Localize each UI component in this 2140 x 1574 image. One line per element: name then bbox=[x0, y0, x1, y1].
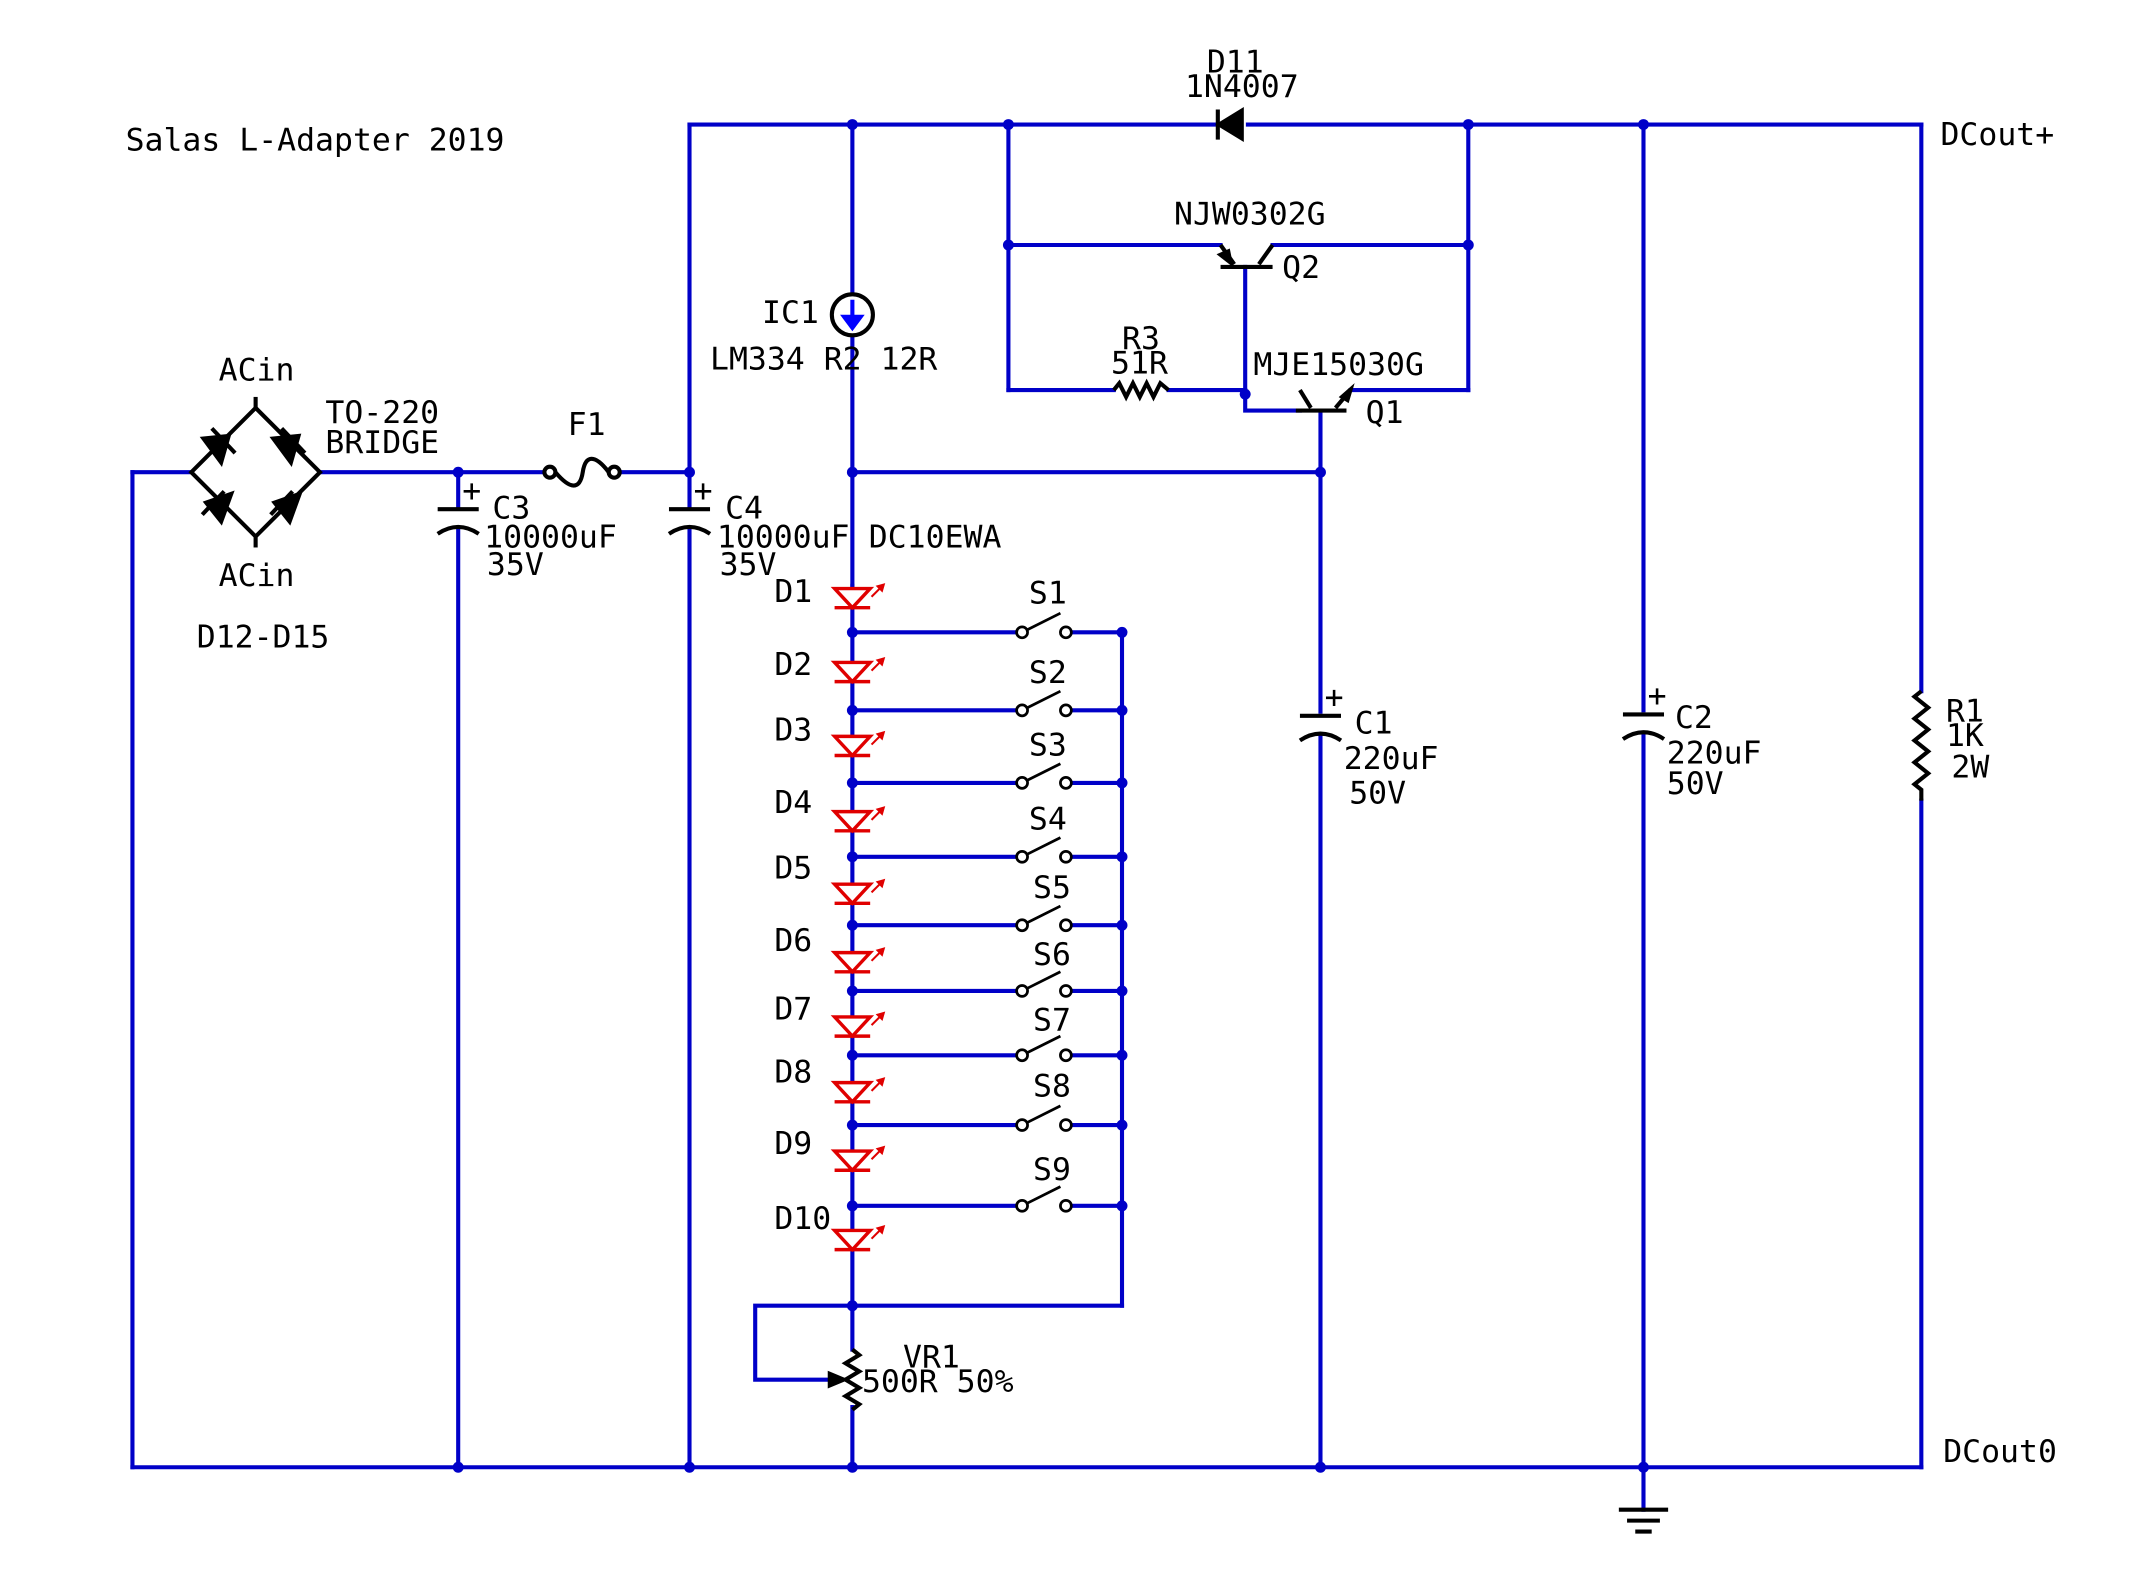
potentiometer-vr1 bbox=[827, 1347, 864, 1412]
fuse-f1 bbox=[542, 456, 622, 488]
switch-label-s8: S8 bbox=[1033, 1068, 1071, 1104]
svg-text:+: + bbox=[1325, 680, 1344, 716]
label-c4-value: 10000uF bbox=[717, 519, 850, 555]
led-d3 bbox=[830, 730, 886, 759]
label-q1-ref: Q1 bbox=[1366, 395, 1404, 431]
diode-d11 bbox=[1215, 107, 1244, 143]
label-c4-voltage: 35V bbox=[720, 547, 777, 583]
label-acin-top: ACin bbox=[219, 352, 295, 388]
led-label-d4: D4 bbox=[774, 785, 812, 821]
capacitor-c4: + bbox=[667, 473, 713, 536]
switch-label-s4: S4 bbox=[1029, 801, 1067, 837]
switch-label-s3: S3 bbox=[1029, 728, 1067, 764]
label-led-string: DC10EWA bbox=[869, 519, 1002, 555]
led-d10 bbox=[830, 1224, 886, 1253]
label-c2-ref: C2 bbox=[1675, 700, 1713, 736]
label-r1-power: 2W bbox=[1951, 749, 1989, 785]
led-label-d5: D5 bbox=[774, 851, 812, 887]
label-r1-value: 1K bbox=[1946, 718, 1984, 754]
led-d4 bbox=[830, 806, 886, 834]
label-d11-value: 1N4007 bbox=[1185, 69, 1299, 105]
led-label-d2: D2 bbox=[774, 647, 812, 683]
led-label-d7: D7 bbox=[774, 992, 812, 1028]
labels: Salas L-Adapter 2019 ACin ACin TO-220 BR… bbox=[126, 45, 2057, 1470]
schematic-title: Salas L-Adapter 2019 bbox=[126, 123, 505, 159]
svg-text:+: + bbox=[694, 473, 713, 509]
label-ic1-desc: LM334 R2 12R bbox=[710, 342, 937, 378]
capacitor-c1: + bbox=[1298, 680, 1344, 743]
led-label-d3: D3 bbox=[774, 712, 812, 748]
led-d2 bbox=[830, 656, 886, 685]
resistor-r1 bbox=[1911, 689, 1932, 801]
switch-label-s1: S1 bbox=[1029, 576, 1067, 612]
led-label-d8: D8 bbox=[774, 1055, 812, 1091]
switch-s5 bbox=[846, 904, 1128, 933]
label-dcout-positive: DCout+ bbox=[1940, 117, 2054, 153]
label-c1-value: 220uF bbox=[1344, 741, 1439, 777]
current-source-ic1 bbox=[829, 292, 875, 338]
switch-label-s5: S5 bbox=[1033, 870, 1071, 906]
label-c3-ref: C3 bbox=[492, 491, 530, 527]
led-d1 bbox=[830, 583, 886, 611]
switch-s2 bbox=[846, 689, 1128, 718]
label-r3-value: 51R bbox=[1111, 346, 1168, 382]
label-bridge-ref: D12-D15 bbox=[197, 619, 330, 655]
label-bridge-package: TO-220 bbox=[325, 395, 439, 431]
switch-s7 bbox=[846, 1034, 1128, 1063]
junction-nodes bbox=[452, 119, 1649, 1473]
label-acin-bottom: ACin bbox=[219, 558, 295, 594]
transistor-q1 bbox=[1295, 383, 1355, 413]
switch-s6 bbox=[846, 970, 1128, 998]
label-r1-ref: R1 bbox=[1946, 693, 1984, 729]
transistor-q2 bbox=[1216, 243, 1275, 269]
label-r3-ref: R3 bbox=[1122, 321, 1160, 357]
led-label-d9: D9 bbox=[774, 1126, 812, 1162]
label-vr1-value: 500R 50% bbox=[862, 1364, 1014, 1400]
led-label-d6: D6 bbox=[774, 923, 812, 959]
switch-label-s6: S6 bbox=[1033, 937, 1071, 973]
label-ic1-ref: IC1 bbox=[762, 295, 819, 331]
label-f1: F1 bbox=[568, 407, 606, 443]
switch-label-s2: S2 bbox=[1029, 655, 1067, 691]
capacitor-c3: + bbox=[436, 473, 481, 536]
label-c2-value: 220uF bbox=[1667, 736, 1762, 772]
bridge-rectifier bbox=[188, 396, 323, 548]
svg-text:+: + bbox=[1648, 678, 1667, 714]
label-c3-value: 10000uF bbox=[484, 519, 617, 555]
label-q2-ref: Q2 bbox=[1282, 250, 1320, 286]
led-d6 bbox=[830, 947, 886, 975]
label-d11-ref: D11 bbox=[1207, 45, 1264, 81]
led-label-d10: D10 bbox=[774, 1201, 831, 1237]
switch-s1 bbox=[846, 611, 1128, 640]
label-vr1-ref: VR1 bbox=[903, 1339, 960, 1375]
label-c2-voltage: 50V bbox=[1667, 766, 1724, 802]
label-bridge-word: BRIDGE bbox=[325, 425, 439, 461]
svg-text:+: + bbox=[462, 473, 481, 509]
switch-s9 bbox=[846, 1185, 1128, 1213]
label-c3-voltage: 35V bbox=[487, 547, 544, 583]
label-c1-voltage: 50V bbox=[1349, 775, 1406, 811]
switch-s3 bbox=[846, 762, 1128, 790]
ground-symbol bbox=[1618, 1507, 1669, 1534]
label-q2-part: NJW0302G bbox=[1174, 196, 1326, 232]
switch-s4 bbox=[846, 836, 1128, 864]
led-d5 bbox=[830, 878, 886, 906]
switch-label-s9: S9 bbox=[1033, 1152, 1071, 1188]
switch-label-s7: S7 bbox=[1033, 1003, 1071, 1039]
wires bbox=[130, 122, 1924, 1512]
label-c4-ref: C4 bbox=[725, 491, 763, 527]
capacitor-c2: + bbox=[1621, 678, 1667, 741]
led-d7 bbox=[830, 1011, 886, 1039]
label-dcout-zero: DCout0 bbox=[1943, 1434, 2057, 1470]
resistor-r3 bbox=[1112, 378, 1170, 402]
switch-s8 bbox=[846, 1104, 1128, 1132]
label-c1-ref: C1 bbox=[1355, 706, 1393, 742]
led-d8 bbox=[830, 1077, 886, 1105]
led-label-d1: D1 bbox=[774, 574, 812, 610]
label-q1-part: MJE15030G bbox=[1253, 347, 1424, 383]
led-d9 bbox=[830, 1145, 886, 1173]
